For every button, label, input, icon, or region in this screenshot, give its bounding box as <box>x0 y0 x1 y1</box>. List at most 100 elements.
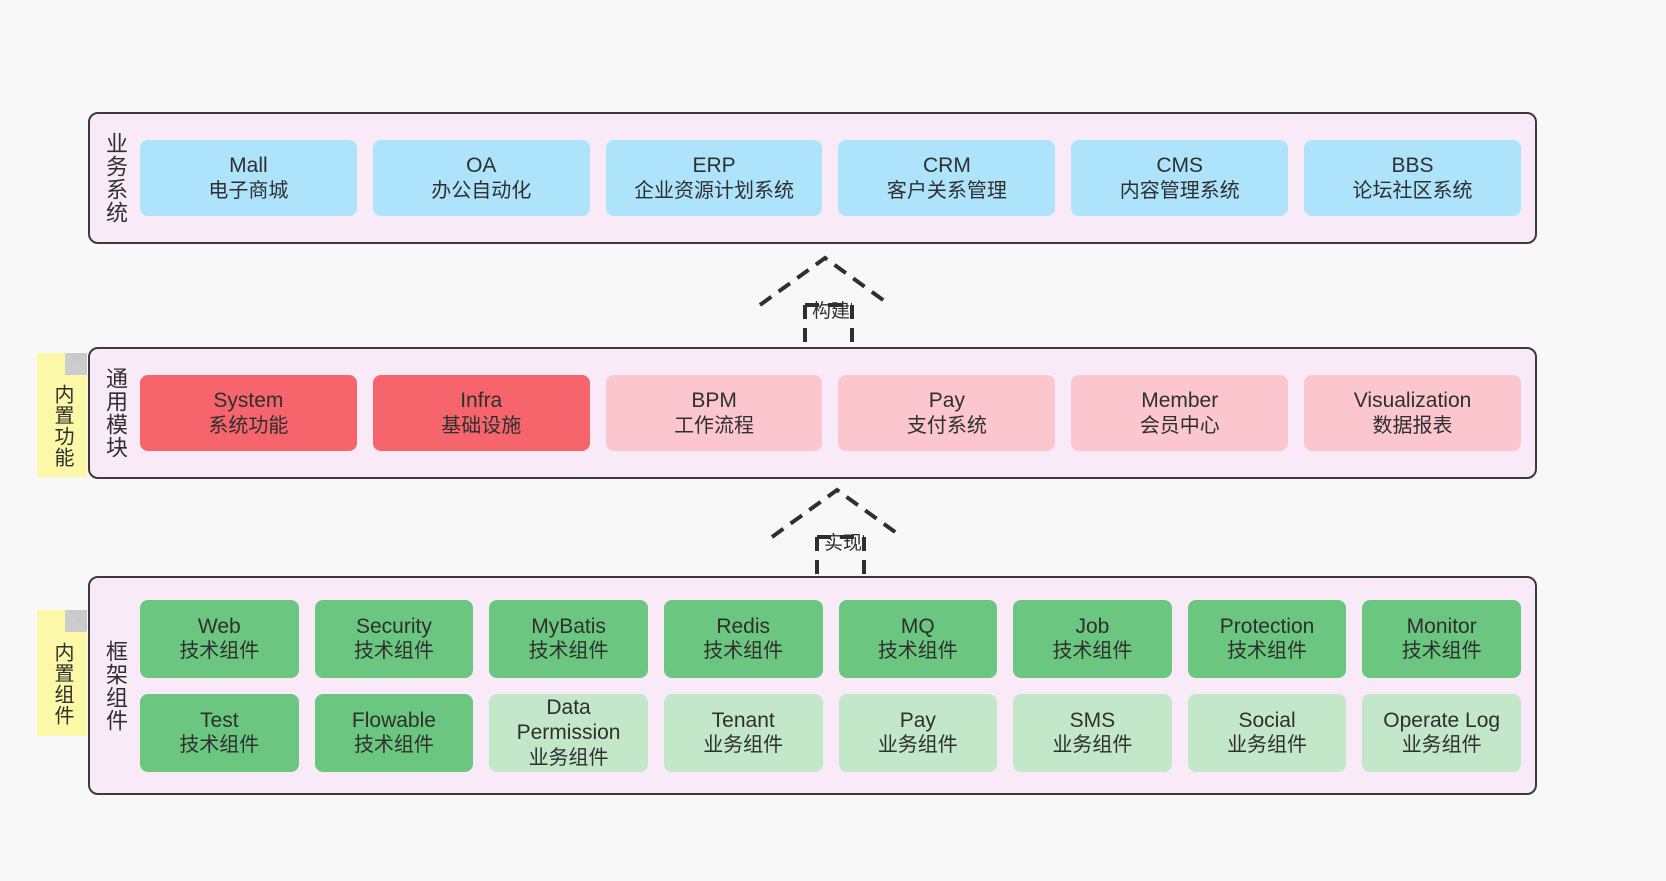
card-bpm[interactable]: BPM 工作流程 <box>605 375 823 451</box>
card-security-name: Security <box>356 614 432 638</box>
layer-business-systems-title: 业务系统 <box>102 132 128 224</box>
card-crm-name: CRM <box>922 154 971 177</box>
card-visualization[interactable]: Visualization 数据报表 <box>1304 375 1521 451</box>
card-member-desc: 会员中心 <box>1139 414 1220 437</box>
card-test-name: Test <box>200 708 239 732</box>
card-flowable-name: Flowable <box>351 708 436 732</box>
layer-framework-components: 框架组件 Web 技术组件 Security 技术组件 MyBatis 技术组件… <box>88 576 1537 795</box>
card-member-name: Member <box>1141 389 1219 412</box>
card-bpm-name: BPM <box>691 389 737 412</box>
card-mall-desc: 电子商城 <box>208 179 289 202</box>
card-mall-name: Mall <box>229 154 268 177</box>
card-protection-name: Protection <box>1219 614 1315 638</box>
layer-framework-components-body: Web 技术组件 Security 技术组件 MyBatis 技术组件 Redi… <box>136 586 1525 785</box>
card-mybatis[interactable]: MyBatis 技术组件 <box>489 599 648 678</box>
card-operate-log[interactable]: Operate Log 业务组件 <box>1362 693 1521 772</box>
sticky-note-fold-corner-icon <box>65 610 87 632</box>
card-protection-desc: 技术组件 <box>1227 640 1308 663</box>
layer-common-modules-body: System 系统功能 Infra 基础设施 BPM 工作流程 Pay 支付系统… <box>136 357 1525 469</box>
card-infra-desc: 基础设施 <box>441 414 522 437</box>
card-test-desc: 技术组件 <box>179 734 260 757</box>
card-visualization-name: Visualization <box>1353 389 1472 412</box>
sticky-note-builtin-components-text: 内置组件 <box>51 642 73 726</box>
card-social-name: Social <box>1238 708 1296 732</box>
framework-tech-components-row: Web 技术组件 Security 技术组件 MyBatis 技术组件 Redi… <box>140 599 1521 678</box>
card-member[interactable]: Member 会员中心 <box>1071 375 1289 451</box>
card-test[interactable]: Test 技术组件 <box>140 693 299 772</box>
card-sms[interactable]: SMS 业务组件 <box>1013 693 1172 772</box>
card-crm-desc: 客户关系管理 <box>886 179 1007 202</box>
card-pay-module-name: Pay <box>928 389 965 412</box>
connector-implement: 实现 <box>752 482 952 592</box>
card-operate-log-desc: 业务组件 <box>1401 734 1482 757</box>
card-monitor-desc: 技术组件 <box>1401 640 1482 663</box>
card-monitor-name: Monitor <box>1406 614 1477 638</box>
card-web-desc: 技术组件 <box>179 640 260 663</box>
sticky-note-builtin-features-text: 内置功能 <box>51 384 73 468</box>
card-cms-name: CMS <box>1156 154 1204 177</box>
card-pay-module[interactable]: Pay 支付系统 <box>838 375 1056 451</box>
card-job[interactable]: Job 技术组件 <box>1013 599 1172 678</box>
card-mybatis-desc: 技术组件 <box>528 640 609 663</box>
card-infra[interactable]: Infra 基础设施 <box>372 375 590 451</box>
card-bbs-desc: 论坛社区系统 <box>1352 179 1473 202</box>
card-protection[interactable]: Protection 技术组件 <box>1187 599 1347 678</box>
card-redis-desc: 技术组件 <box>703 640 784 663</box>
connector-implement-arrow-icon <box>770 487 904 590</box>
card-mq-desc: 技术组件 <box>877 640 958 663</box>
card-infra-name: Infra <box>460 389 503 412</box>
card-oa-name: OA <box>466 154 497 177</box>
card-erp[interactable]: ERP 企业资源计划系统 <box>605 140 823 216</box>
connector-build-label: 构建 <box>812 301 851 322</box>
common-modules-card-row: System 系统功能 Infra 基础设施 BPM 工作流程 Pay 支付系统… <box>140 375 1521 451</box>
card-tenant[interactable]: Tenant 业务组件 <box>663 693 823 772</box>
card-web[interactable]: Web 技术组件 <box>140 599 299 678</box>
card-bbs[interactable]: BBS 论坛社区系统 <box>1304 140 1521 216</box>
layer-framework-components-title: 框架组件 <box>102 639 128 732</box>
card-pay-module-desc: 支付系统 <box>906 414 987 437</box>
card-redis[interactable]: Redis 技术组件 <box>663 599 823 678</box>
card-system-name: System <box>213 389 284 412</box>
card-security[interactable]: Security 技术组件 <box>314 599 474 678</box>
card-pay-component-desc: 业务组件 <box>877 734 958 757</box>
sticky-note-builtin-features: 内置功能 <box>37 353 87 477</box>
business-systems-card-row: Mall 电子商城 OA 办公自动化 ERP 企业资源计划系统 CRM 客户关系… <box>140 140 1521 216</box>
card-operate-log-name: Operate Log <box>1383 708 1501 732</box>
card-flowable-desc: 技术组件 <box>353 734 434 757</box>
layer-business-systems-body: Mall 电子商城 OA 办公自动化 ERP 企业资源计划系统 CRM 客户关系… <box>136 122 1525 234</box>
sticky-note-builtin-components: 内置组件 <box>37 610 87 736</box>
card-crm[interactable]: CRM 客户关系管理 <box>838 140 1056 216</box>
card-job-name: Job <box>1075 614 1110 638</box>
card-visualization-desc: 数据报表 <box>1372 414 1453 437</box>
card-social[interactable]: Social 业务组件 <box>1187 693 1347 772</box>
card-data-permission-desc: 业务组件 <box>528 746 609 769</box>
card-cms-desc: 内容管理系统 <box>1119 179 1240 202</box>
card-redis-name: Redis <box>716 614 771 638</box>
layer-common-modules: 通用模块 System 系统功能 Infra 基础设施 BPM 工作流程 Pay… <box>88 347 1537 479</box>
card-monitor[interactable]: Monitor 技术组件 <box>1362 599 1521 678</box>
card-mq-name: MQ <box>900 614 935 638</box>
card-pay-component-name: Pay <box>899 708 936 732</box>
card-system-desc: 系统功能 <box>208 414 289 437</box>
card-bpm-desc: 工作流程 <box>674 414 755 437</box>
card-flowable[interactable]: Flowable 技术组件 <box>314 693 474 772</box>
card-data-permission-name: Data Permission <box>516 695 621 745</box>
card-data-permission[interactable]: Data Permission 业务组件 <box>489 693 648 772</box>
card-pay-component[interactable]: Pay 业务组件 <box>838 693 998 772</box>
card-job-desc: 技术组件 <box>1052 640 1133 663</box>
connector-implement-label: 实现 <box>824 533 863 554</box>
card-mq[interactable]: MQ 技术组件 <box>838 599 998 678</box>
layer-common-modules-title: 通用模块 <box>102 367 128 459</box>
card-mybatis-name: MyBatis <box>531 614 606 638</box>
card-oa[interactable]: OA 办公自动化 <box>372 140 590 216</box>
card-mall[interactable]: Mall 电子商城 <box>140 140 357 216</box>
card-erp-desc: 企业资源计划系统 <box>634 179 795 202</box>
card-cms[interactable]: CMS 内容管理系统 <box>1071 140 1289 216</box>
card-erp-name: ERP <box>692 154 736 177</box>
card-tenant-desc: 业务组件 <box>703 734 784 757</box>
card-system[interactable]: System 系统功能 <box>140 375 357 451</box>
card-security-desc: 技术组件 <box>353 640 434 663</box>
framework-business-components-row: Test 技术组件 Flowable 技术组件 Data Permission … <box>140 693 1521 772</box>
layer-business-systems: 业务系统 Mall 电子商城 OA 办公自动化 ERP 企业资源计划系统 CRM… <box>88 112 1537 244</box>
